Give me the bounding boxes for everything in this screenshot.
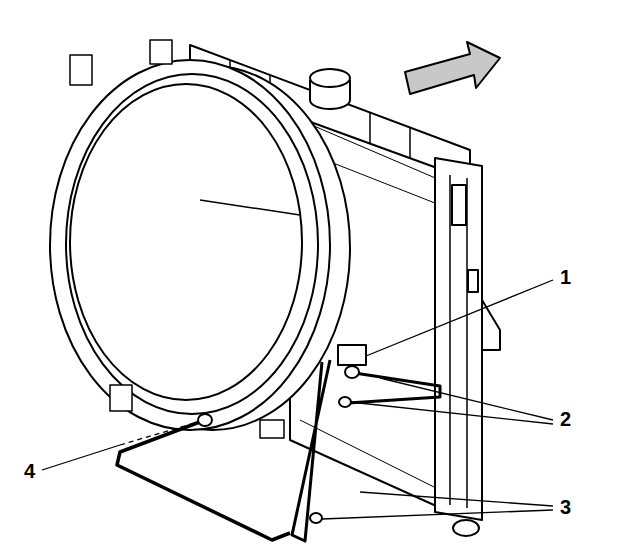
bracket-clamp	[338, 345, 366, 365]
leader-line	[120, 422, 198, 445]
bracket-rod	[292, 360, 330, 541]
radiator-cap	[310, 69, 350, 87]
callout-number: 1	[558, 266, 573, 288]
bolt	[345, 366, 359, 378]
shroud-opening	[70, 84, 302, 400]
shroud-clips	[70, 40, 284, 438]
shroud-rim-ring	[66, 74, 318, 414]
leader-line	[42, 445, 120, 470]
shroud-outer-rim	[50, 60, 330, 430]
leader-line	[380, 378, 553, 420]
side-tank-bracket	[452, 185, 466, 225]
drain-fitting	[453, 520, 479, 536]
bolt	[198, 414, 212, 426]
direction-arrow	[405, 42, 500, 94]
bracket-rod	[348, 372, 440, 403]
leader-lines	[42, 280, 553, 519]
side-tank-fitting	[468, 270, 478, 292]
shroud-seam	[200, 200, 300, 215]
bolt	[310, 513, 322, 523]
leader-line	[360, 492, 553, 506]
callout-number: 4	[22, 460, 37, 482]
leader-line	[350, 402, 553, 424]
callout-number: 3	[558, 496, 573, 518]
bolt	[339, 397, 351, 407]
callout-number: 2	[558, 408, 573, 430]
leader-line	[322, 510, 553, 519]
radiator-side-tank	[435, 158, 482, 520]
side-tank-lines	[450, 175, 467, 508]
bracket-rod	[117, 420, 290, 540]
leader-line	[366, 280, 553, 356]
